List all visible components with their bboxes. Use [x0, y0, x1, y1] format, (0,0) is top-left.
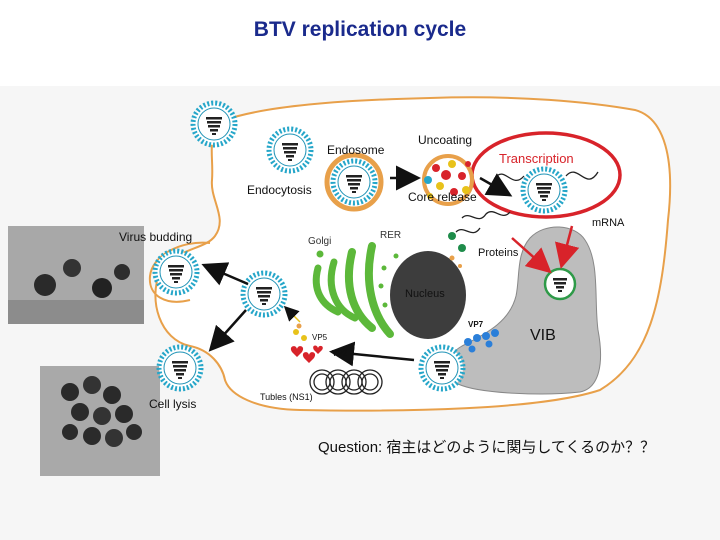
label-vib: VIB — [530, 327, 556, 344]
virion-transcription — [523, 169, 565, 211]
virion-vib-exit — [421, 347, 463, 389]
question-prefix: Question: — [318, 439, 387, 456]
question-body: 宿主はどのように関与してくるのか？？ — [386, 438, 656, 456]
label-cell-lysis: Cell lysis — [149, 397, 196, 411]
label-endosome: Endosome — [327, 143, 385, 157]
label-tubles: Tubles (NS1) — [260, 392, 313, 402]
protein-dots — [448, 232, 466, 268]
virion-endosome — [333, 161, 375, 203]
core-in-vib — [543, 267, 577, 301]
budding-pocket — [148, 241, 211, 303]
virion-cell-lysis — [159, 347, 201, 389]
question-text: Question: 宿主はどのように関与してくるのか？？ — [318, 436, 655, 457]
vp7-blobs — [464, 329, 499, 353]
label-proteins: Proteins — [478, 247, 519, 259]
label-core-release: Core release — [408, 190, 477, 204]
label-vp2: VP2 — [332, 349, 348, 358]
virion-entry — [193, 103, 235, 145]
label-virus-budding: Virus budding — [119, 230, 192, 244]
label-mrna: mRNA — [592, 217, 625, 229]
micrograph-budding — [8, 226, 144, 324]
label-endocytosis: Endocytosis — [247, 183, 312, 197]
label-vp5: VP5 — [312, 333, 328, 342]
label-rer: RER — [380, 230, 401, 241]
slide-title: BTV replication cycle — [253, 18, 467, 41]
virion-endocytosis — [269, 129, 311, 171]
label-vp7: VP7 — [468, 320, 484, 329]
tubules-ns1 — [309, 369, 383, 395]
virion-budding — [155, 251, 197, 293]
micrograph-lysis — [40, 366, 160, 476]
golgi-apparatus — [312, 250, 359, 322]
vp5-dots — [293, 323, 307, 341]
label-uncoating: Uncoating — [418, 133, 472, 147]
label-nucleus: Nucleus — [405, 288, 445, 300]
nucleus — [390, 251, 466, 339]
uncoating-particle — [422, 154, 474, 206]
rough-er — [345, 242, 394, 338]
virion-assembled — [243, 273, 285, 315]
vp2-blobs — [290, 345, 323, 363]
label-golgi: Golgi — [308, 236, 331, 247]
label-transcription: Transcription — [499, 151, 574, 166]
